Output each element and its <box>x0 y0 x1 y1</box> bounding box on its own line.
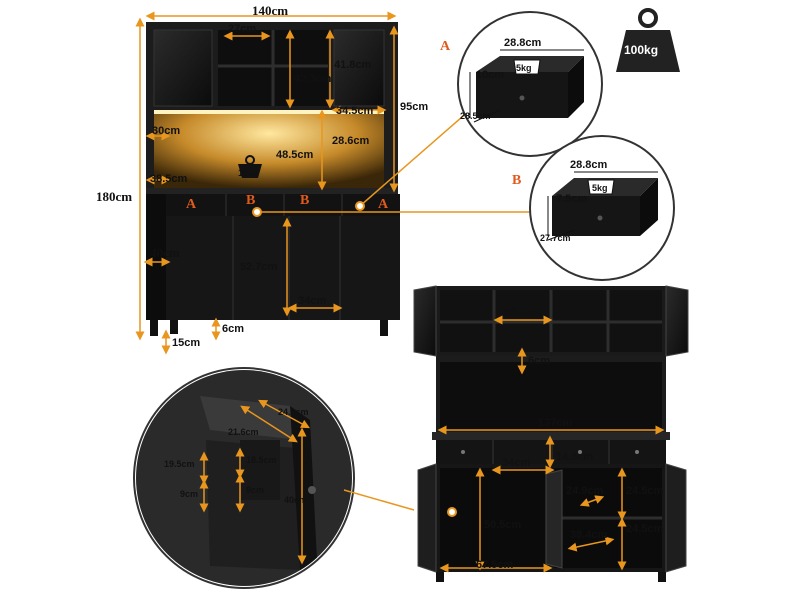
top-gap-label: 6cm <box>528 355 551 367</box>
shelf-gap-label: 6cm <box>222 323 245 335</box>
drawer-tag-b-left: B <box>246 193 256 208</box>
drawer-a-depth-label: 28.5cm <box>460 111 491 121</box>
glass-cabinet-width-label: 34.5cm <box>336 105 374 117</box>
main-height-label: 180cm <box>96 189 133 204</box>
countertop-depth-label: 30cm <box>152 125 181 137</box>
drawer-a-tag: A <box>440 39 451 54</box>
door-inner-width-label: 21.6cm <box>228 427 259 437</box>
top-compartment-height-label: 42.3cm <box>294 73 332 85</box>
weight-capacity-label: 100kg <box>624 43 659 57</box>
drawer-tag-a-left: A <box>186 197 197 212</box>
door-height-label: 52.7cm <box>240 261 278 273</box>
front-dimensions <box>437 315 665 573</box>
door-upper-inner-label: 18.5cm <box>246 455 277 465</box>
drawer-b-tag: B <box>512 173 522 188</box>
door-outer-width-label: 24.1cm <box>278 407 309 417</box>
door-upper-outer-label: 19.5cm <box>164 459 195 469</box>
drawer-tag-a-right: A <box>378 197 389 212</box>
detail-callout-line <box>343 489 415 511</box>
weight-badge-icon <box>616 8 680 72</box>
drawer-b-width-label: 28.8cm <box>570 159 608 171</box>
main-dimensions <box>135 11 530 355</box>
base-width-label: 67.5cm <box>476 559 514 571</box>
door-detail-dimensions <box>199 399 310 565</box>
right-shelf-height-bottom-label: 24.5cm <box>626 523 664 535</box>
top-compartment-width-label: 27cm <box>228 23 257 35</box>
front-view-cabinet <box>413 285 689 582</box>
inner-width-label: 137cm <box>538 417 573 429</box>
hutch-height-label: 95cm <box>400 101 429 113</box>
right-cabinet-width-label: 38.4cm <box>570 529 608 541</box>
door-detail-diagram <box>133 367 355 589</box>
drawer-a-diagram <box>457 11 603 157</box>
door-lower-outer-label: 9cm <box>180 489 199 499</box>
drawer-a-width-label: 28.8cm <box>504 37 542 49</box>
drawer-width-label: 34cm <box>502 457 531 469</box>
drawer-b-load-label: 5kg <box>592 183 608 193</box>
right-shelf-height-top-label: 24.5cm <box>626 485 664 497</box>
left-cabinet-height-label: 50.5cm <box>484 519 522 531</box>
door-lower-inner-label: 9cm <box>246 485 265 495</box>
drawer-b-height-label: 7.5cm <box>556 193 588 205</box>
base-depth-label: 38.5cm <box>150 173 188 185</box>
main-width-label: 140cm <box>252 3 289 18</box>
door-width-label: 34cm <box>298 295 327 307</box>
shelf-load-label: 15kg <box>238 168 259 178</box>
drawer-tag-b-right: B <box>300 193 310 208</box>
drawer-b-depth-label: 27.7cm <box>540 233 571 243</box>
drawer-b-diagram <box>529 135 675 281</box>
right-door-width-label: 24.9cm <box>566 485 604 497</box>
drawer-dimension-lines <box>469 49 658 241</box>
door-height-detail-label: 40cm <box>284 495 308 505</box>
drawer-a-height-label: 10cm <box>476 69 505 81</box>
open-shelf-height-label: 48.5cm <box>276 149 314 161</box>
open-shelf-depth-label: 28.6cm <box>332 135 370 147</box>
base-side-depth-label: 40cm <box>150 245 180 260</box>
leg-height-label: 15cm <box>172 337 201 349</box>
glass-cabinet-height-label: 41.8cm <box>334 59 372 71</box>
cubby-width-label: 33.5cm <box>504 307 542 319</box>
drawer-gap-label: 14.6cm <box>556 451 594 463</box>
drawer-a-load-label: 5kg <box>516 63 532 73</box>
